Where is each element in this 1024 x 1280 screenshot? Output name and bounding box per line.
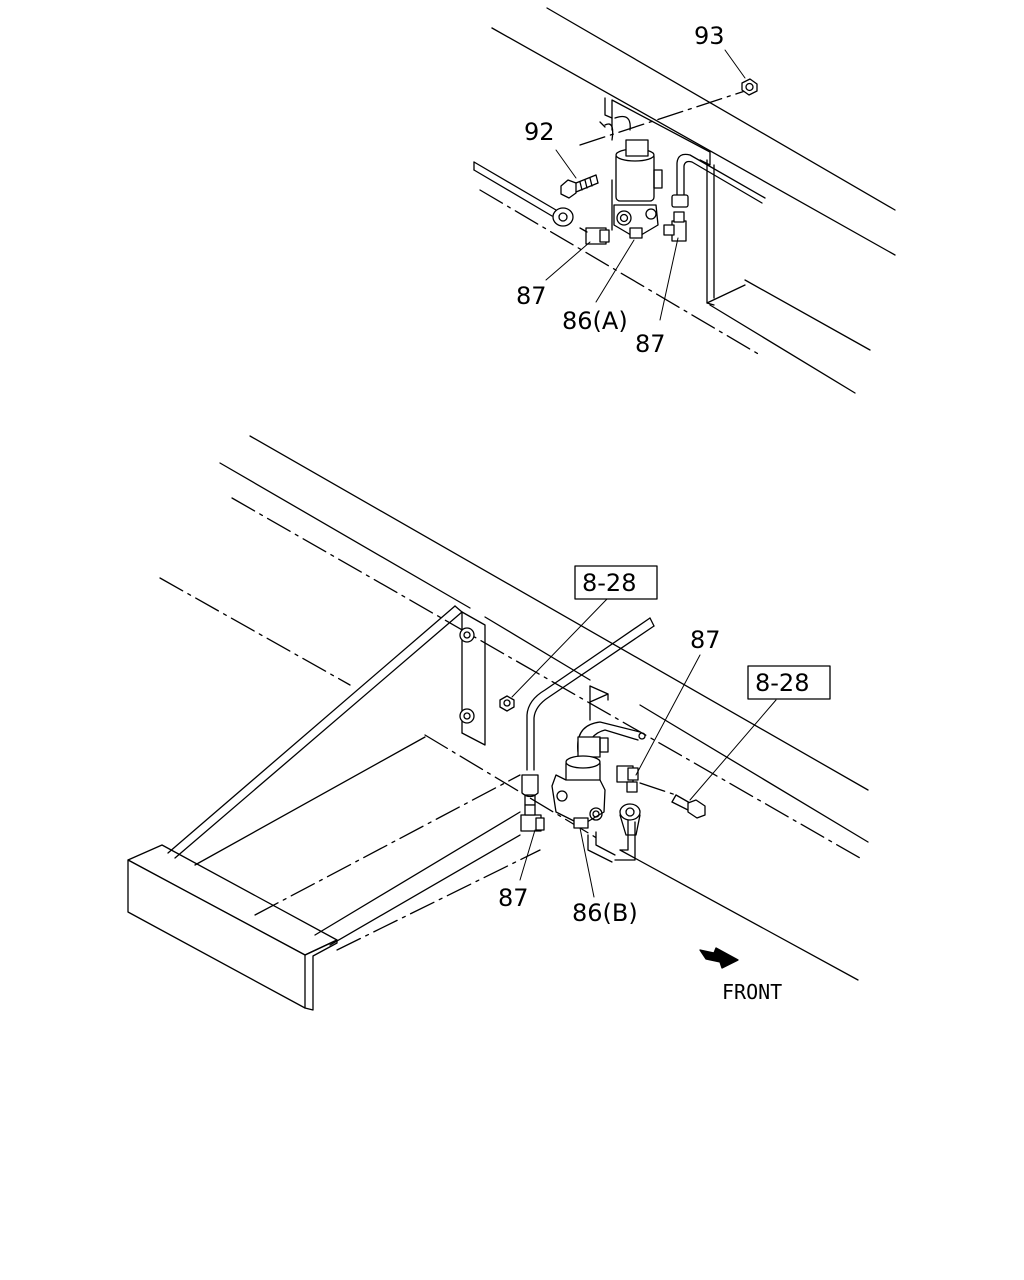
bottom-bolt (639, 782, 706, 819)
callout-87-bottom-upper: 87 (690, 626, 721, 654)
elbow-fitting-87-upper (616, 765, 639, 793)
bottom-air-pipe (521, 617, 655, 806)
banjo-fitting (619, 803, 641, 836)
callout-93: 93 (694, 22, 725, 50)
callout-87-bottom-lower: 87 (498, 884, 529, 912)
callout-86a: 86(A) (562, 307, 628, 335)
reference-label-left: 8-28 (582, 569, 636, 597)
valve-86b (551, 721, 646, 829)
bottom-leader-lines (511, 598, 777, 898)
bottom-nut (499, 695, 515, 712)
cross-member (127, 605, 541, 1011)
elbow-fitting-87-lower (520, 804, 545, 832)
reference-box-left: 8-28 (574, 565, 658, 600)
nut-93 (741, 78, 758, 96)
bolt-92 (560, 174, 599, 199)
elbow-fitting-87-left (579, 227, 610, 245)
top-assembly-view: 93 92 87 86(A) 87 (473, 7, 896, 394)
callout-92: 92 (524, 118, 555, 146)
bottom-frame-rail (159, 435, 869, 981)
front-direction-label: FRONT (722, 980, 782, 1004)
valve-86a (599, 115, 663, 239)
arrow-icon (699, 947, 739, 969)
top-leader-lines (545, 49, 746, 321)
top-frame-rail (479, 7, 896, 394)
top-bracket (604, 97, 746, 306)
bottom-assembly-view: 8-28 8-28 87 87 86(B) FRONT (127, 435, 869, 1011)
elbow-fitting-87-right (663, 211, 687, 242)
callout-87-top-left: 87 (516, 282, 547, 310)
callout-86b: 86(B) (572, 899, 638, 927)
top-left-pipe (473, 161, 557, 217)
callout-87-top-right: 87 (635, 330, 666, 358)
top-pipe-fitting (552, 207, 574, 227)
reference-label-right: 8-28 (755, 669, 809, 697)
reference-box-right: 8-28 (747, 665, 831, 700)
top-air-pipe (671, 153, 766, 208)
